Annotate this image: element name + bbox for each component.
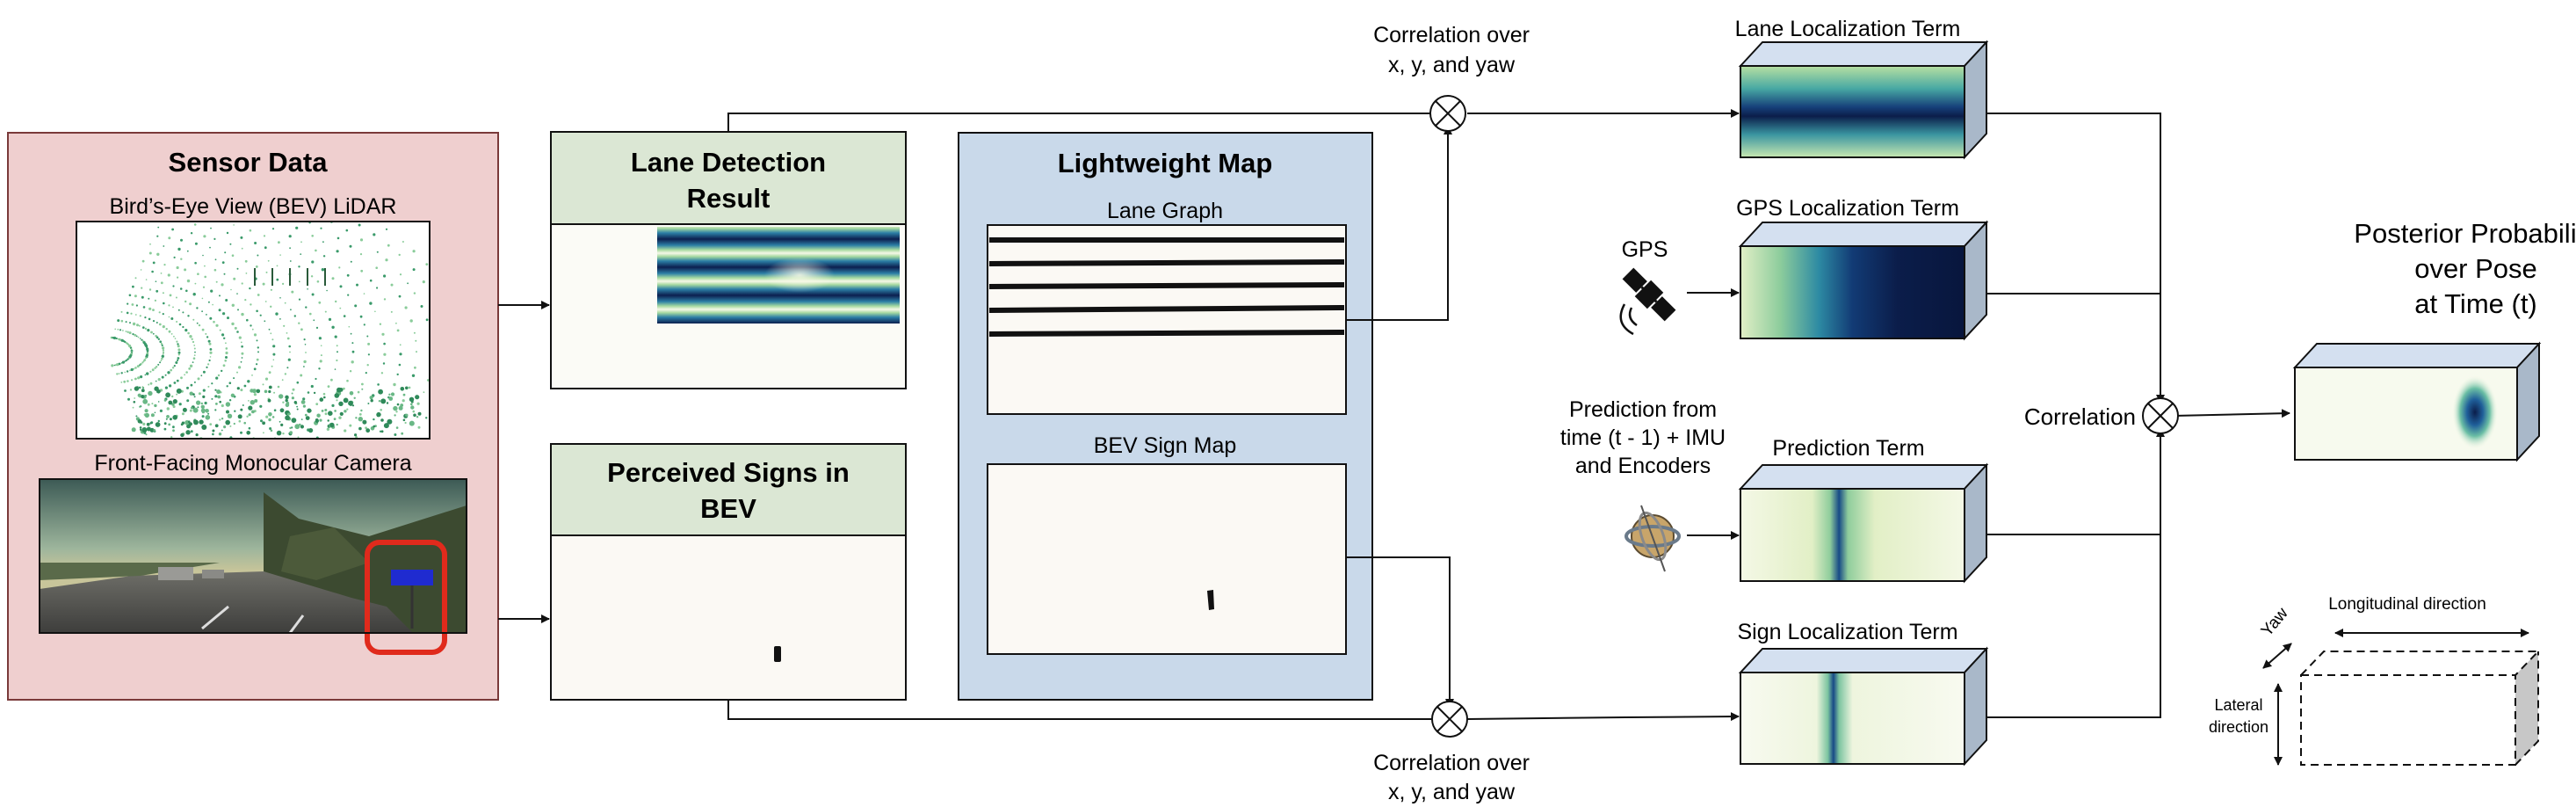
- lane-graph-label: Lane Graph: [1107, 199, 1223, 223]
- correlation-bottom-line2: x, y, and yaw: [1388, 780, 1516, 804]
- lane-detection-title-line1: Lane Detection: [631, 147, 826, 178]
- satellite-icon: GPS: [1619, 237, 1676, 336]
- perceived-sign-blob: [774, 646, 781, 662]
- correlation-top-line2: x, y, and yaw: [1388, 53, 1516, 77]
- camera-image: [39, 478, 467, 655]
- posterior-line3: at Time (t): [2414, 288, 2537, 319]
- correlation-label: Correlation: [2024, 404, 2136, 430]
- lidar-label: Bird’s-Eye View (BEV) LiDAR: [110, 194, 397, 219]
- lateral-label-line2: direction: [2209, 718, 2268, 736]
- flow-connectors: [498, 109, 2290, 722]
- gps-term-cube: GPS Localization Term: [1736, 196, 1989, 341]
- correlation-node-top: [1429, 95, 1466, 132]
- posterior-line2: over Pose: [2414, 253, 2537, 284]
- sign-map-label: BEV Sign Map: [1094, 433, 1237, 458]
- bev-sign-map-image: [987, 463, 1347, 655]
- correlation-node-final: [2142, 397, 2179, 434]
- prediction-source-line1: Prediction from: [1569, 397, 1717, 422]
- axes-legend: Longitudinal direction Yaw Lateral direc…: [2209, 595, 2541, 766]
- road-sign: [391, 570, 433, 585]
- yaw-label: Yaw: [2258, 604, 2292, 640]
- gps-label: GPS: [1622, 237, 1668, 262]
- prediction-term-label: Prediction Term: [1772, 436, 1924, 461]
- lightweight-map-title: Lightweight Map: [1058, 148, 1273, 178]
- gyroscope-icon: [1624, 505, 1681, 572]
- posterior-line1: Posterior Probability: [2354, 218, 2576, 249]
- lane-detection-title-line2: Result: [687, 183, 771, 214]
- lane-graph-image: [987, 224, 1347, 415]
- sign-highlight-box: [365, 540, 447, 655]
- posterior-block: Posterior Probability over Pose at Time …: [2292, 218, 2576, 462]
- prediction-source-line3: and Encoders: [1575, 454, 1711, 478]
- lane-term-cube: Lane Localization Term: [1735, 17, 1989, 160]
- perceived-signs-title-line1: Perceived Signs in: [607, 457, 850, 488]
- sensor-data-title: Sensor Data: [169, 147, 329, 178]
- sign-term-label: Sign Localization Term: [1737, 620, 1957, 644]
- sign-term-cube: Sign Localization Term: [1737, 620, 1989, 767]
- sensor-data-panel: Sensor Data Bird’s-Eye View (BEV) LiDAR …: [7, 132, 499, 701]
- correlation-node-bottom: [1431, 701, 1468, 738]
- lidar-image: [76, 221, 431, 440]
- longitudinal-label: Longitudinal direction: [2328, 595, 2486, 614]
- lane-detection-panel: Lane Detection Result: [550, 131, 907, 389]
- perceived-signs-panel: Perceived Signs in BEV: [550, 443, 907, 701]
- perceived-signs-title-line2: BEV: [700, 493, 756, 524]
- gps-term-label: GPS Localization Term: [1736, 196, 1959, 221]
- camera-label: Front-Facing Monocular Camera: [94, 451, 411, 476]
- correlation-bottom-line1: Correlation over: [1373, 751, 1530, 775]
- lane-detection-heatmap: [657, 227, 900, 324]
- lightweight-map-panel: Lightweight Map Lane Graph BEV Sign Map: [958, 132, 1373, 701]
- prediction-source-line2: time (t - 1) + IMU: [1560, 425, 1726, 450]
- lateral-label-line1: Lateral: [2214, 696, 2262, 714]
- prediction-term-cube: Prediction Term: [1738, 436, 1989, 584]
- lane-term-label: Lane Localization Term: [1735, 17, 1961, 41]
- correlation-top-line1: Correlation over: [1373, 23, 1530, 47]
